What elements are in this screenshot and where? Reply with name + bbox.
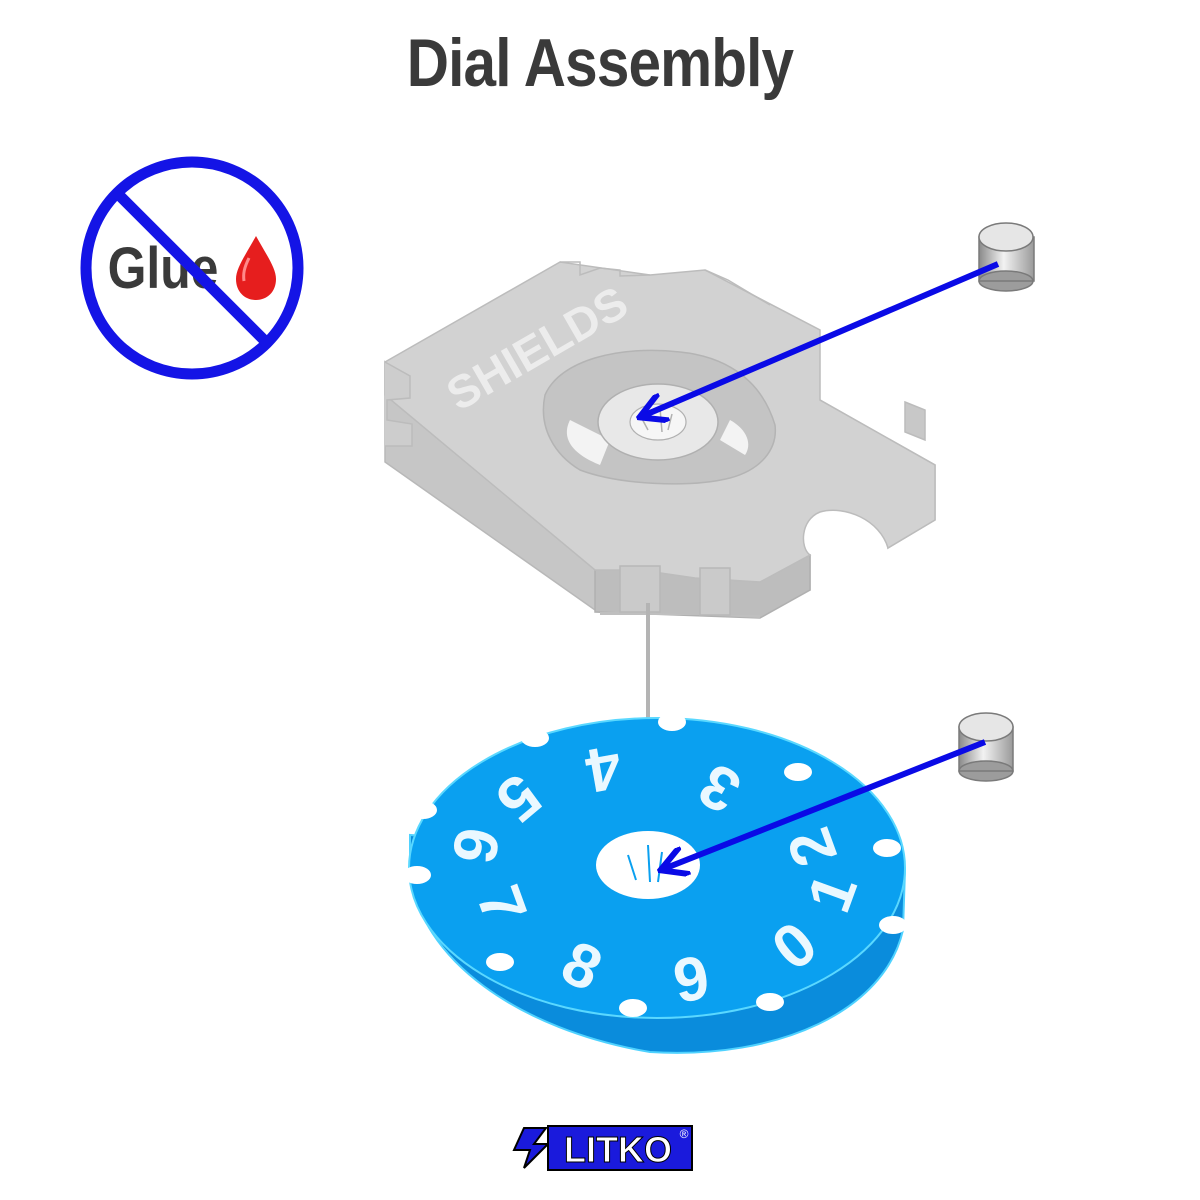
litko-logo: LITKO ®	[508, 1122, 694, 1174]
no-glue-icon: Glue	[86, 162, 298, 374]
logo-text: LITKO	[564, 1129, 672, 1170]
pin-magnet-upper	[979, 223, 1034, 291]
glue-drop-icon	[236, 236, 276, 300]
shield-plate: SHIELDS	[385, 262, 935, 618]
number-dial: 1 2 3 4 5 6 7 8 9 0	[403, 713, 907, 1053]
logo-registered-mark: ®	[680, 1127, 689, 1141]
